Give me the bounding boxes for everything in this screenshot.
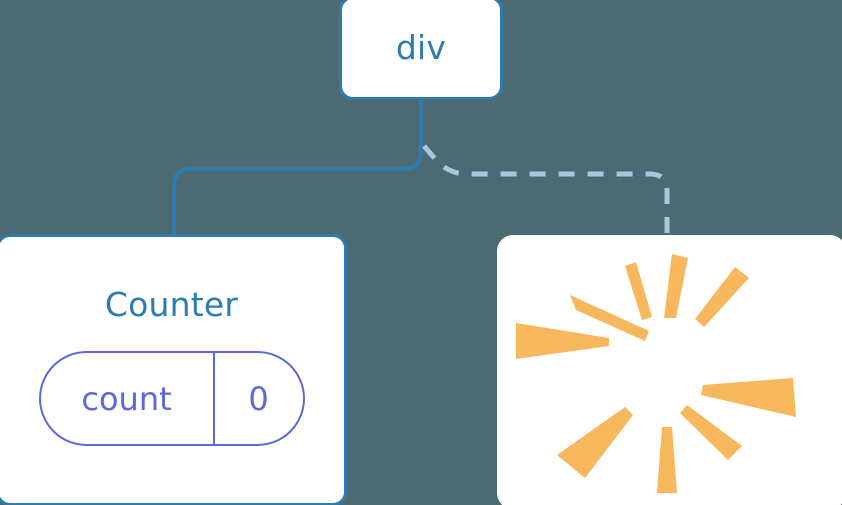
- node-div-label: div: [395, 27, 447, 67]
- state-pill-count[interactable]: count 0: [38, 351, 305, 446]
- node-counter-label: Counter: [104, 285, 239, 324]
- state-pill-key: count: [81, 379, 172, 418]
- node-counter[interactable]: Counter count 0: [0, 234, 347, 505]
- edge-div-to-counter: [172, 98, 423, 238]
- node-render-burst[interactable]: [497, 235, 842, 505]
- state-pill-value: 0: [248, 379, 269, 418]
- edge-div-to-spark: [422, 144, 670, 237]
- state-pill-divider: [212, 353, 215, 444]
- node-div[interactable]: div: [339, 0, 503, 100]
- starburst-icon: [516, 254, 796, 493]
